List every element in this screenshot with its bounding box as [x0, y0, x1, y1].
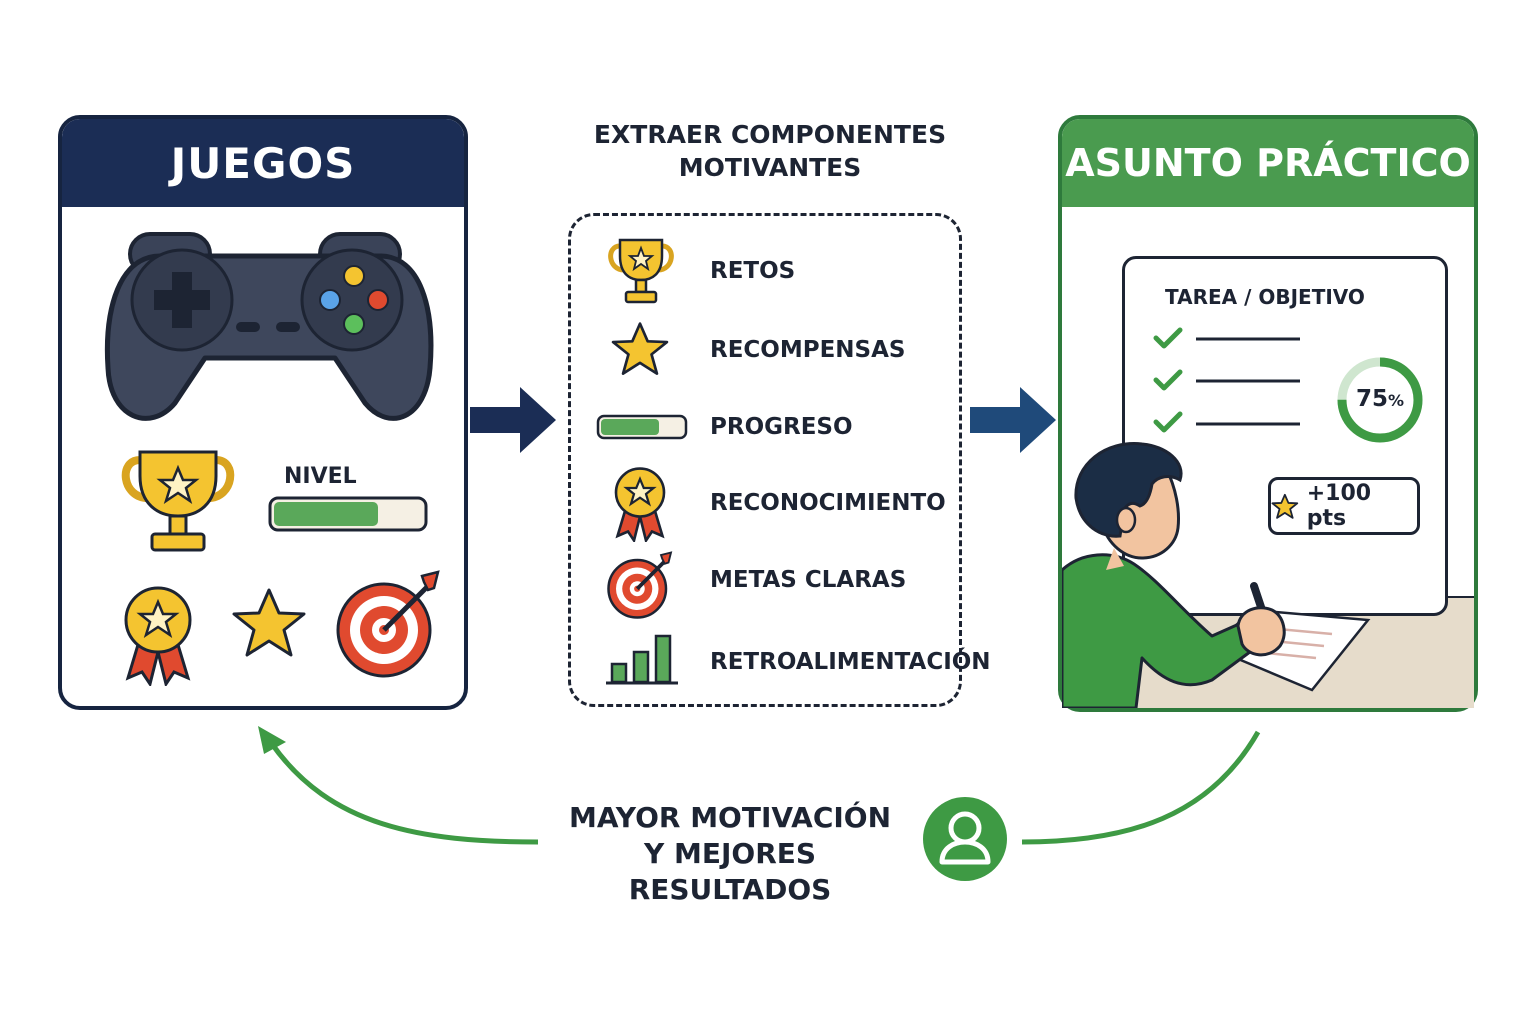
item-medal-icon: [614, 467, 666, 542]
feedback-loop-arrows: [258, 726, 1261, 845]
person-illustration: [1062, 442, 1371, 708]
middle-title: EXTRAER COMPONENTES MOTIVANTES: [590, 118, 950, 184]
practical-panel-title: ASUNTO PRÁCTICO: [1062, 119, 1474, 207]
level-progress-bar: [268, 496, 428, 532]
item-label-recompensas: RECOMPENSAS: [710, 337, 906, 363]
item-progress-bar-icon: [596, 414, 688, 440]
item-label-progreso: PROGRESO: [710, 414, 853, 440]
middle-title-line1: EXTRAER COMPONENTES: [593, 120, 947, 149]
arrow-right-1-icon: [470, 387, 556, 453]
result-text-line1: MAYOR MOTIVACIÓN: [568, 801, 892, 834]
check-icon: [1153, 411, 1183, 433]
check-icon: [1153, 369, 1183, 391]
item-trophy-icon: [608, 238, 674, 304]
result-text: MAYOR MOTIVACIÓN Y MEJORES RESULTADOS: [540, 800, 920, 908]
target-icon: [336, 570, 440, 678]
points-text: +100 pts: [1306, 481, 1372, 531]
progress-ring-label: 75%: [1334, 386, 1426, 412]
medal-icon: [124, 586, 192, 686]
item-label-reconocimiento: RECONOCIMIENTO: [710, 490, 946, 516]
item-star-icon: [611, 322, 669, 375]
points-badge: +100 pts: [1268, 477, 1420, 535]
games-panel-title: JUEGOS: [62, 119, 464, 207]
points-star-icon: [1271, 493, 1299, 519]
arrow-right-2-icon: [970, 387, 1056, 453]
item-label-metas-claras: METAS CLARAS: [710, 567, 907, 593]
item-target-icon: [607, 551, 673, 619]
check-icon: [1153, 327, 1183, 349]
checklist: [1153, 327, 1300, 433]
middle-title-line2: MOTIVANTES: [678, 153, 862, 182]
components-box: [568, 213, 962, 707]
star-icon: [232, 588, 306, 657]
progress-ring: [1337, 357, 1423, 443]
user-icon: [923, 797, 1007, 881]
task-title: TAREA / OBJETIVO: [1165, 285, 1365, 309]
trophy-icon: [121, 450, 235, 552]
item-label-retos: RETOS: [710, 258, 796, 284]
loop-arrowhead-icon: [258, 726, 286, 754]
item-label-retroalimentacion: RETROALIMENTACIÓN: [710, 649, 991, 675]
gamepad-icon: [104, 232, 434, 421]
item-bar-chart-icon: [606, 634, 678, 685]
progress-value: 75: [1355, 386, 1388, 412]
progress-unit: %: [1387, 391, 1405, 410]
level-label: NIVEL: [284, 464, 357, 489]
result-text-line2: Y MEJORES RESULTADOS: [628, 837, 832, 906]
